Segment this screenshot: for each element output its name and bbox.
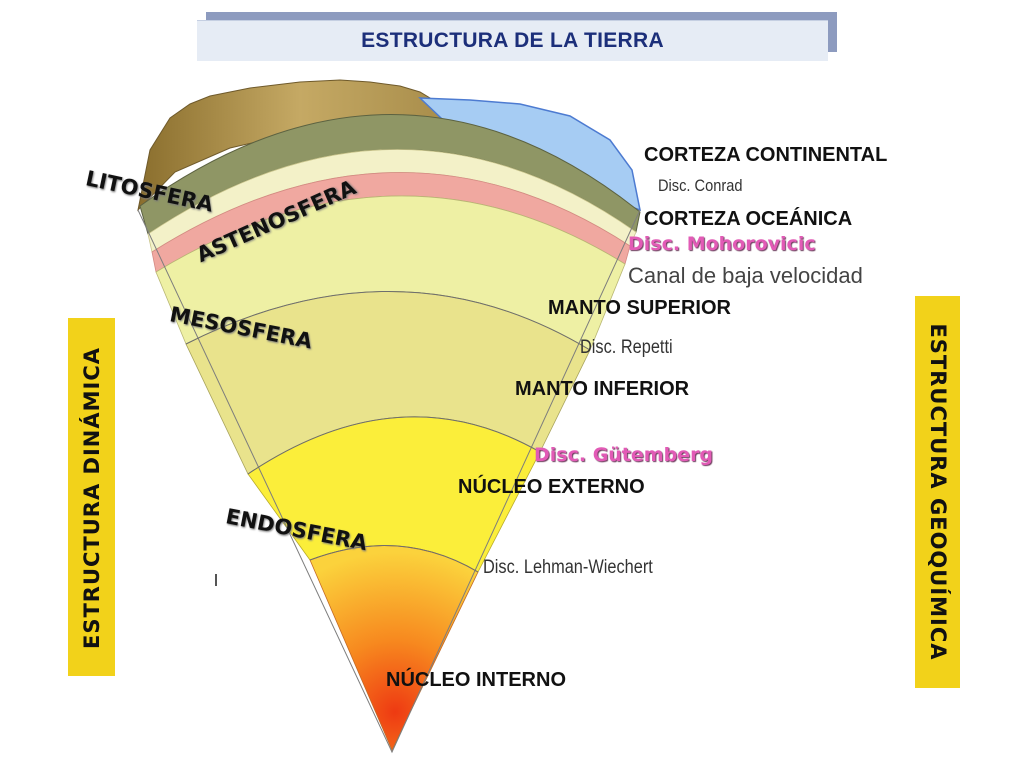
estructura-geoquimica-bar	[915, 296, 960, 688]
gutemberg-boundary	[247, 416, 541, 475]
corteza-oceanica-label: CORTEZA OCEÁNICA	[644, 208, 853, 230]
manto-superior-label: MANTO SUPERIOR	[548, 297, 731, 319]
corteza-continental-label: CORTEZA CONTINENTAL	[644, 144, 888, 166]
title-banner: ESTRUCTURA DE LA TIERRA	[197, 12, 837, 64]
disc-lehman-wiechert-label: Disc. Lehman-Wiechert	[483, 557, 653, 578]
disc-mohorovicic-label: Disc. Mohorovicic	[628, 233, 816, 255]
disc-conrad-label: Disc. Conrad	[658, 176, 743, 195]
wedge-outline	[137, 209, 641, 754]
repetti-boundary	[185, 291, 591, 351]
nucleo-externo-label: NÚCLEO EXTERNO	[458, 476, 645, 498]
nucleo-interno-label: NÚCLEO INTERNO	[386, 669, 566, 691]
page-title: ESTRUCTURA DE LA TIERRA	[197, 20, 828, 61]
lehman-boundary	[309, 545, 479, 573]
disc-gutemberg-label: Disc. Gütemberg	[534, 444, 714, 466]
estructura-dinamica-bar	[68, 318, 115, 676]
tick-mark	[215, 574, 217, 586]
inner-core	[309, 545, 479, 751]
disc-repetti-label: Disc. Repetti	[580, 337, 673, 358]
canal-baja-velocidad-label: Canal de baja velocidad	[628, 263, 863, 288]
estructura-geoquimica-label: ESTRUCTURA GEOQUÍMICA	[926, 323, 950, 661]
estructura-dinamica-label: ESTRUCTURA DINÁMICA	[80, 347, 104, 649]
manto-inferior-label: MANTO INFERIOR	[515, 378, 690, 400]
